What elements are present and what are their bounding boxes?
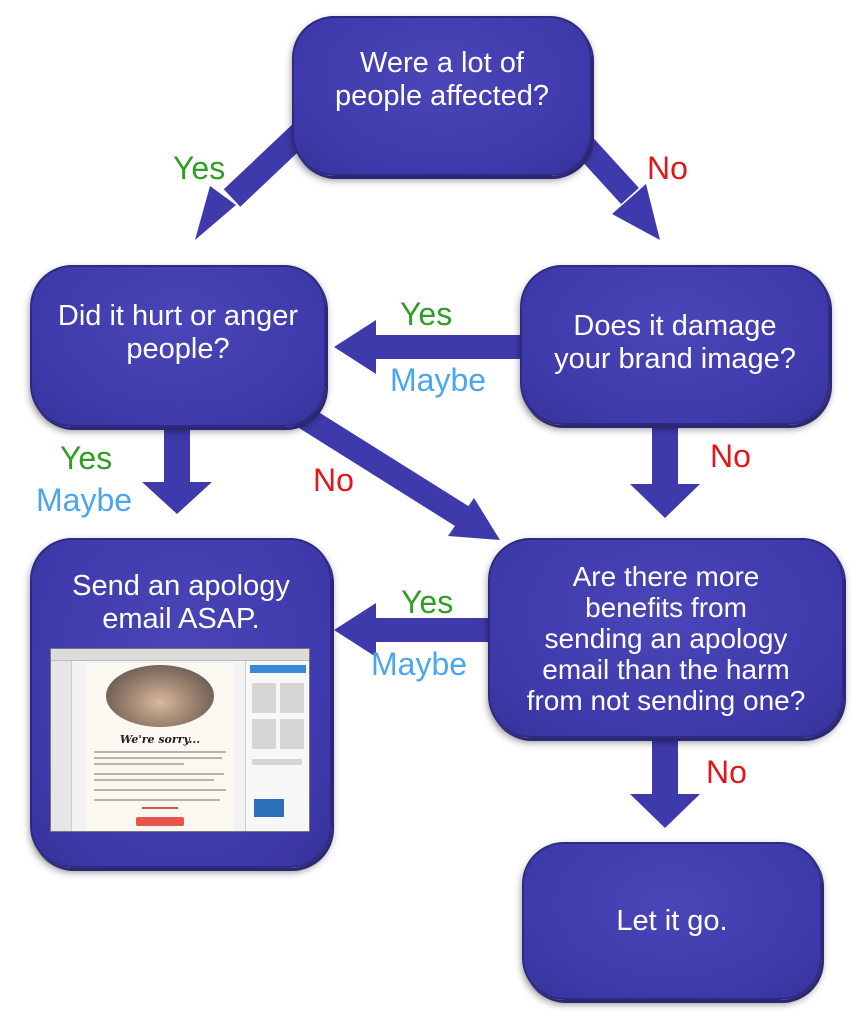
layout-block [252,759,302,765]
arrow-benefits-to-letgo [630,738,700,828]
node-text-line: email than the harm [542,653,790,685]
arrow-benefits-to-send [334,603,490,657]
layout-block [252,683,276,713]
label-yes-affected: Yes [173,150,226,186]
node-text-line: people? [126,333,230,365]
email-preview: We're sorry... [86,663,234,831]
node-text-line: benefits from [585,591,747,623]
layout-block [252,719,276,749]
node-more-benefits: Are there more benefits from sending an … [488,538,844,738]
email-text-line [94,799,220,801]
node-text-line: sending an apology [544,622,788,654]
label-maybe-benefits: Maybe [371,646,468,682]
label-maybe-brand: Maybe [390,362,487,398]
editor-left-toolbar [51,661,72,831]
editor-right-panel [245,661,309,831]
email-text-line [94,773,224,775]
email-cta-button [136,817,184,826]
label-yes-brand: Yes [400,296,453,332]
editor-toolbar [51,649,309,661]
node-text-line: Send an apology [72,570,290,602]
label-no-brand: No [710,438,751,474]
layout-block [280,683,304,713]
hands-photo [106,665,214,727]
image-thumbnail [254,799,284,817]
node-text-line: your brand image? [554,343,796,375]
email-text-line [94,751,226,753]
node-people-affected: Were a lot of people affected? [292,16,592,176]
coupon-code-text [142,807,178,809]
email-text-line [94,763,184,765]
arrow-brand-to-benefits [630,422,700,518]
node-text-line: Are there more [572,560,760,592]
email-text-line [94,789,226,791]
label-yes-hurt: Yes [60,440,113,476]
node-text-line: Were a lot of [360,47,524,79]
node-text-line: email ASAP. [102,603,260,635]
node-text-line: Did it hurt or anger [57,300,299,332]
email-editor-screenshot: We're sorry... [50,648,310,832]
editor-panel-tab [250,665,306,673]
email-heading: We're sorry... [119,733,201,746]
arrow-hurt-to-benefits [289,401,500,540]
label-maybe-hurt: Maybe [36,482,133,518]
label-no-benefits: No [706,754,747,790]
node-hurt-or-anger: Did it hurt or anger people? [30,265,326,427]
node-let-it-go: Let it go. [522,842,822,1000]
node-text-line: Let it go. [616,904,728,937]
node-text-line: people affected? [335,80,549,112]
label-no-hurt: No [313,462,354,498]
arrow-brand-to-hurt [334,320,527,374]
email-text-line [94,779,214,781]
layout-block [280,719,304,749]
node-brand-image: Does it damage your brand image? [520,265,830,425]
label-yes-benefits: Yes [401,584,454,620]
email-text-line [94,757,222,759]
arrow-hurt-to-send [142,424,212,514]
label-no-affected: No [647,150,688,186]
node-text-line: from not sending one? [526,684,806,716]
node-text-line: Does it damage [573,310,777,342]
